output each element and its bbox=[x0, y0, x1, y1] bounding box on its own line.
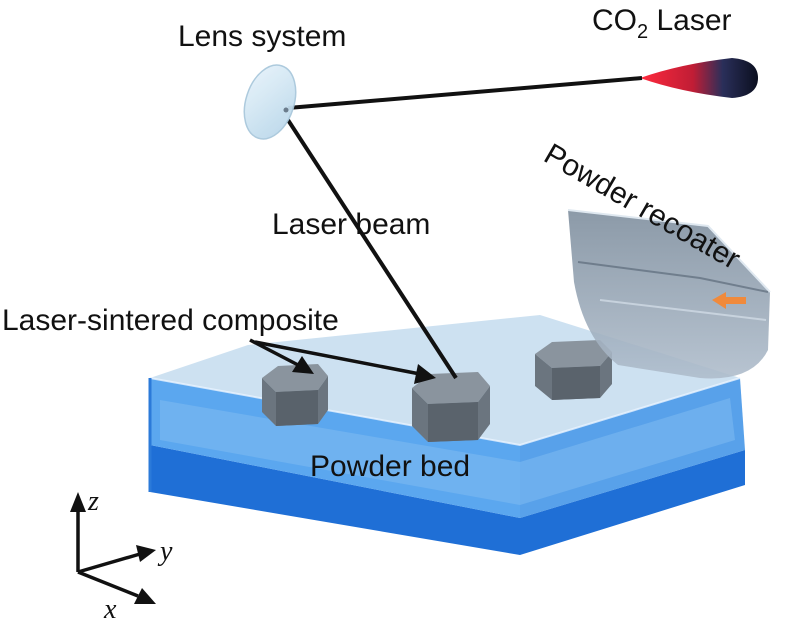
axis-z-label: z bbox=[87, 486, 99, 517]
sintered-block-center bbox=[412, 372, 490, 442]
lens-disc bbox=[243, 64, 297, 140]
beam-lens-to-bed bbox=[286, 118, 458, 380]
recoater-arrow bbox=[712, 292, 746, 309]
axis-y-line bbox=[77, 552, 141, 574]
label-co2-suffix: Laser bbox=[648, 4, 731, 37]
bed-powder-layer bbox=[160, 398, 735, 505]
lens bbox=[243, 64, 297, 140]
powder-recoater bbox=[567, 209, 771, 379]
composite-pointers bbox=[249, 338, 436, 384]
axis-x-line bbox=[77, 570, 139, 598]
co2-laser bbox=[640, 58, 758, 98]
recoater-lower-edge bbox=[599, 299, 767, 321]
recoater-top-edge bbox=[567, 209, 771, 293]
laser-body-shape bbox=[640, 58, 758, 98]
label-lens-system: Lens system bbox=[178, 20, 346, 53]
sintered-block-right bbox=[535, 340, 612, 400]
label-co2-prefix: CO bbox=[592, 4, 637, 37]
label-laser-beam: Laser beam bbox=[272, 208, 430, 241]
recoater-mid-edge bbox=[577, 261, 769, 293]
axis-x-arrowhead bbox=[134, 588, 156, 604]
label-laser-sintered-composite: Laser-sintered composite bbox=[2, 304, 339, 337]
bed-base bbox=[150, 445, 745, 555]
axis-y-label: y bbox=[157, 536, 173, 567]
beam-laser-to-lens bbox=[287, 76, 643, 110]
axis-y-arrowhead bbox=[136, 545, 156, 562]
label-co2-subscript: 2 bbox=[637, 21, 648, 43]
recoater-body bbox=[568, 210, 770, 379]
coordinate-axes: z y x bbox=[70, 486, 173, 622]
label-co2-laser: CO2 Laser bbox=[592, 4, 732, 43]
axis-x-label: x bbox=[103, 594, 117, 622]
label-powder-bed: Powder bed bbox=[310, 450, 470, 483]
sintered-block-left bbox=[262, 364, 328, 426]
axis-z-arrowhead bbox=[70, 492, 86, 512]
